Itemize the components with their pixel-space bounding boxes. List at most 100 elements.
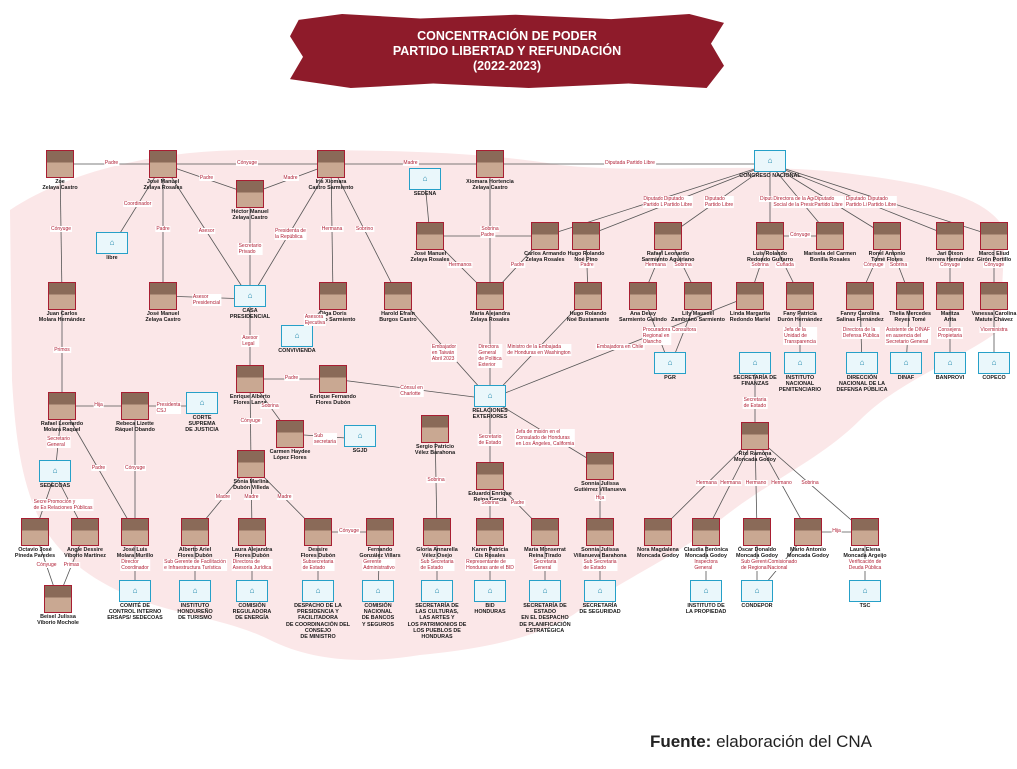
node-name: BID HONDURAS [474, 603, 506, 616]
org-node-ihtur[interactable]: ⌂INSTITUTO HONDUREÑO DE TURISMO [156, 580, 234, 622]
edge-label: Secretario General [46, 436, 71, 448]
person-node-fernando[interactable]: Fernando González Villars [341, 518, 419, 559]
person-node-jm_zc[interactable]: José Manuel Zelaya Castro [124, 282, 202, 323]
org-node-control[interactable]: ⌂COMITÉ DE CONTROL INTERNO ERSAPS/ SEDEC… [96, 580, 174, 622]
org-logo-icon: ⌂ [234, 285, 266, 307]
person-node-rafael_s[interactable]: Rafael Leonardo Sarmiento Aguiriano [629, 222, 707, 263]
org-node-finanzas[interactable]: ⌂SECRETARÍA DE FINANZAS [716, 352, 794, 387]
person-node-ronel[interactable]: Ronel Antonio Tomé Flores [848, 222, 926, 263]
person-node-harold[interactable]: Harold Efraín Burgos Castro [359, 282, 437, 323]
person-node-angie[interactable]: Angie Dessire Viborio Martínez [46, 518, 124, 559]
person-node-rebeca[interactable]: Rebeca Lizette Ráquel Obando [96, 392, 174, 433]
org-node-cultura[interactable]: ⌂SECRETARÍA DE LAS CULTURAS, LAS ARTES Y… [398, 580, 476, 640]
org-node-ip[interactable]: ⌂INSTITUTO DE LA PROPIEDAD [667, 580, 745, 615]
person-node-sonia[interactable]: Sonia Marlina Dubón Villeda [212, 450, 290, 491]
person-node-beisel[interactable]: Beisel Julissa Viborio Mochole [19, 585, 97, 626]
org-node-casa[interactable]: ⌂CASA PRESIDENCIAL [211, 285, 289, 320]
person-node-dessire[interactable]: Dessire Flores Dubón [279, 518, 357, 559]
person-node-nora[interactable]: Nora Magdalena Moncada Godoy [619, 518, 697, 559]
org-node-ddp[interactable]: ⌂DIRECCIÓN NACIONAL DE LA DEFENSA PÚBLIC… [823, 352, 901, 394]
person-node-marisela[interactable]: Marisela del Carmen Bonilla Rosales [791, 222, 869, 263]
person-photo-icon [980, 222, 1008, 250]
person-photo-icon [21, 518, 49, 546]
org-node-planif[interactable]: ⌂SECRETARÍA DE ESTADO EN EL DESPACHO DE … [506, 580, 584, 634]
person-node-gloria[interactable]: Gloria Annarella Vélez Osejo [398, 518, 476, 559]
person-node-lily[interactable]: Lily Maussel Zambrano Sarmiento [659, 282, 737, 323]
org-node-seguridad[interactable]: ⌂SECRETARÍA DE SEGURIDAD [561, 580, 639, 615]
org-node-csj[interactable]: ⌂CORTE SUPREMA DE JUSTICIA [163, 392, 241, 434]
node-name: Rafael Leonardo Sarmiento Aguiriano [641, 251, 695, 264]
person-node-rafael_m[interactable]: Rafael Leonardo Molara Raquel [23, 392, 101, 433]
person-node-sergio[interactable]: Sergio Patricio Vélez Barahona [396, 415, 474, 456]
person-node-sonia_g[interactable]: Sonnia Julissa Gutiérrez Villanueva [561, 452, 639, 493]
person-node-maria_a[interactable]: María Alejandra Zelaya Rosales [451, 282, 529, 323]
org-logo-icon: ⌂ [934, 352, 966, 374]
person-node-octavio[interactable]: Octavio José Pineda Paredes [0, 518, 74, 559]
edge-label: Coordinador [122, 201, 153, 207]
person-node-jari[interactable]: Jari Dixon Herrera Hernández [911, 222, 989, 263]
person-node-iris[interactable]: Iris Xiomara Castro Sarmiento [292, 150, 370, 191]
person-node-ana_d[interactable]: Ana Deisy Sarmiento Galindo [604, 282, 682, 323]
edge-label: Cónyuge [123, 465, 147, 471]
person-node-marco_g[interactable]: Marco Eliud Girón Portillo [955, 222, 1017, 263]
org-node-sedecoas[interactable]: ⌂SEDECOAS [16, 460, 94, 489]
org-node-cnbs[interactable]: ⌂COMISIÓN NACIONAL DE BANCOS Y SEGUROS [339, 580, 417, 628]
org-node-congreso[interactable]: ⌂CONGRESO NACIONAL [731, 150, 809, 179]
node-name: INSTITUTO DE LA PROPIEDAD [685, 603, 727, 616]
person-node-enrique_f[interactable]: Enrique Fernando Flores Dubón [294, 365, 372, 406]
org-node-dinaf[interactable]: ⌂DINAF [867, 352, 945, 381]
person-node-mario[interactable]: Mario Antonio Moncada Godoy [769, 518, 847, 559]
org-node-libre[interactable]: ⌂libre [73, 232, 151, 261]
org-node-banprovi[interactable]: ⌂BANPROVI [911, 352, 989, 381]
person-node-carmen[interactable]: Carmen Haydee López Flores [251, 420, 329, 461]
person-node-karen[interactable]: Karen Patricia Cis Rosales [451, 518, 529, 559]
person-node-luis_r[interactable]: Luis Rolando Redondo Guifarro [731, 222, 809, 263]
person-node-hugo_n[interactable]: Hugo Rolando Noé Pino [547, 222, 625, 263]
person-photo-icon [149, 150, 177, 178]
person-node-maria_m[interactable]: María Monserrat Reina Tirado [506, 518, 584, 559]
person-node-thelia[interactable]: Thelia Mercedes Reyes Tomé [871, 282, 949, 323]
org-node-condepor[interactable]: ⌂CONDEPOR [718, 580, 796, 609]
person-node-fanny_c[interactable]: Fanny Carolina Salinas Fernández [821, 282, 899, 323]
org-node-sgjd[interactable]: ⌂SGJD [321, 425, 399, 454]
person-node-enrique_a[interactable]: Enrique Alberto Flores Lanza [211, 365, 289, 406]
person-node-hector[interactable]: Héctor Manuel Zelaya Castro [211, 180, 289, 221]
person-node-zoe[interactable]: Zoe Zelaya Castro [21, 150, 99, 191]
person-node-vanessa[interactable]: Vanessa Carolina Matute Chávez [955, 282, 1017, 323]
org-node-despacho[interactable]: ⌂DESPACHO DE LA PRESIDENCIA Y FACILITADO… [279, 580, 357, 640]
person-node-xiomara_h[interactable]: Xiomara Hortencia Zelaya Castro [451, 150, 529, 191]
org-node-conviviendia[interactable]: ⌂CONVIVIENDA [258, 325, 336, 354]
person-node-oscar[interactable]: Óscar Donaldo Moncada Godoy [718, 518, 796, 559]
node-name: PGR [664, 375, 676, 381]
person-photo-icon [46, 150, 74, 178]
person-node-maritza[interactable]: Maritza Arita [911, 282, 989, 323]
org-node-cree[interactable]: ⌂COMISIÓN REGULADORA DE ENERGÍA [213, 580, 291, 622]
org-node-relaciones[interactable]: ⌂RELACIONES EXTERIORES [451, 385, 529, 420]
person-node-fany_p[interactable]: Fany Patricia Durón Hernández [761, 282, 839, 323]
person-node-jose_m[interactable]: José Luis Molara Murillo [96, 518, 174, 559]
person-node-carlos_z[interactable]: Carlos Armando Zelaya Rosales [506, 222, 584, 263]
person-node-jmz[interactable]: José Manuel Zelaya Rosales [124, 150, 202, 191]
org-node-bid[interactable]: ⌂BID HONDURAS [451, 580, 529, 615]
person-node-hugo_rn[interactable]: Hugo Rolando Noé Bustamante [549, 282, 627, 323]
org-logo-icon: ⌂ [849, 580, 881, 602]
person-node-laura_e[interactable]: Laura Elena Moncada Argeijo [826, 518, 904, 559]
org-node-pgr[interactable]: ⌂PGR [631, 352, 709, 381]
node-name: Rixi Ramona Moncada Godoy [734, 451, 776, 464]
person-node-eduardo[interactable]: Eduardo Enrique Reina García [451, 462, 529, 503]
org-node-copeco[interactable]: ⌂COPECO [955, 352, 1017, 381]
person-node-laura_f[interactable]: Laura Alejandra Flores Dubón [213, 518, 291, 559]
person-node-jmzr[interactable]: José Manuel Zelaya Rosales [391, 222, 469, 263]
person-node-juan_m[interactable]: Juan Carlos Molara Hernández [23, 282, 101, 323]
person-node-alberto[interactable]: Alberto Ariel Flores Dubón [156, 518, 234, 559]
org-node-tsc[interactable]: ⌂TSC [826, 580, 904, 609]
edge-label: Primos [53, 347, 71, 353]
person-node-rixi[interactable]: Rixi Ramona Moncada Godoy [716, 422, 794, 463]
org-node-sedena[interactable]: ⌂SEDENA [386, 168, 464, 197]
person-node-claudia[interactable]: Claudia Berónica Moncada Godoy [667, 518, 745, 559]
person-node-linda[interactable]: Linda Margarita Redondo Mariel [711, 282, 789, 323]
banner-text: CONCENTRACIÓN DE PODER PARTIDO LIBERTAD … [290, 14, 724, 88]
org-node-inp[interactable]: ⌂INSTITUTO NACIONAL PENITENCIARIO [761, 352, 839, 394]
person-node-sonnia_v[interactable]: Sonnia Julissa Villanueva Barahona [561, 518, 639, 559]
person-photo-icon [786, 282, 814, 310]
